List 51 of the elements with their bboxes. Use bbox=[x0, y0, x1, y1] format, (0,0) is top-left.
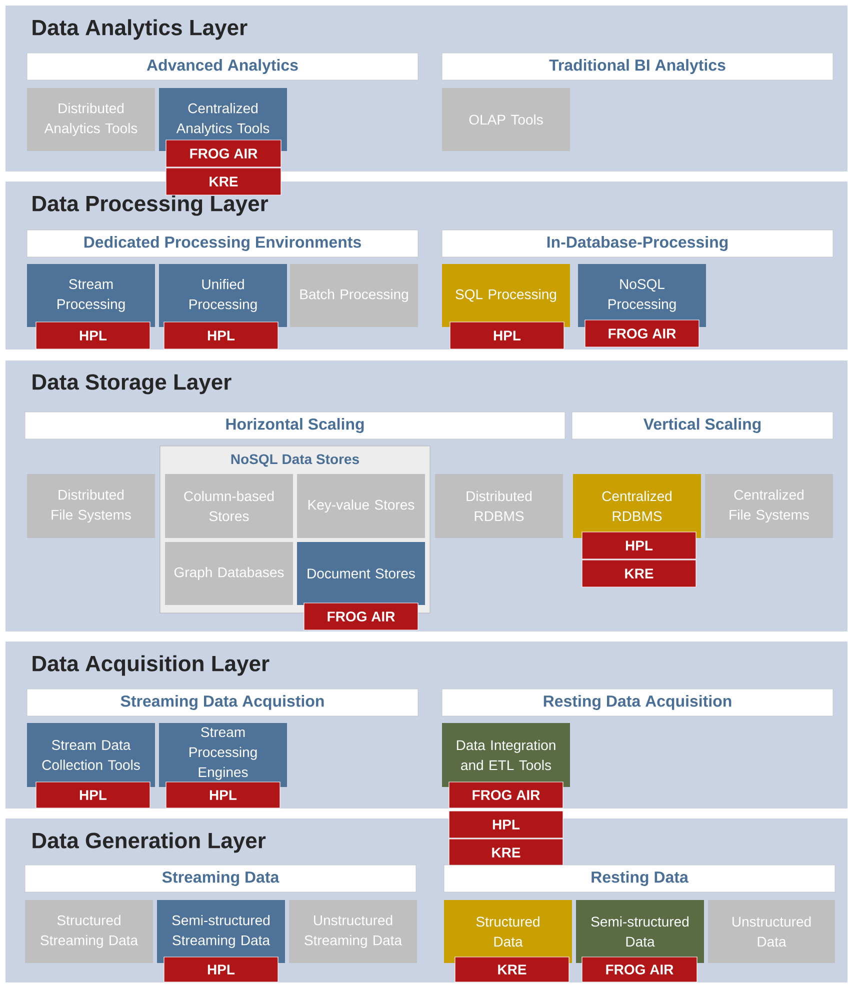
tag-label: FROG AIR bbox=[448, 782, 564, 808]
tag-label: HPL bbox=[36, 782, 150, 808]
component-box: NoSQL Processing bbox=[578, 264, 706, 327]
category-header: Advanced Analytics bbox=[26, 52, 418, 80]
tag-label: HPL bbox=[36, 322, 150, 350]
component-box: Key-value Stores bbox=[297, 474, 425, 538]
category-header: Traditional BI Analytics bbox=[442, 52, 834, 80]
category-header: Horizontal Scaling bbox=[24, 412, 566, 440]
tag-label: HPL bbox=[448, 810, 564, 838]
tag-label: FROG AIR bbox=[304, 602, 418, 630]
component-box: Document Stores bbox=[297, 542, 425, 605]
tag-label: HPL bbox=[164, 322, 278, 350]
category-header: Resting Data bbox=[444, 864, 836, 892]
component-box: OLAP Tools bbox=[442, 88, 570, 151]
component-box: Batch Processing bbox=[290, 264, 418, 327]
component-box: Structured Data bbox=[444, 900, 572, 963]
tag-label: HPL bbox=[166, 782, 280, 808]
component-box: Semi-structured Data bbox=[576, 900, 704, 963]
tag-label: KRE bbox=[448, 838, 564, 866]
tag-label: HPL bbox=[582, 532, 696, 560]
category-header: Dedicated Processing Environments bbox=[26, 230, 418, 258]
component-box: Centralized RDBMS bbox=[573, 474, 701, 538]
component-box: Centralized File Systems bbox=[705, 474, 833, 538]
tag-label: KRE bbox=[166, 168, 282, 196]
component-box: Stream Processing bbox=[27, 264, 155, 327]
tag-label: FROG AIR bbox=[584, 320, 700, 348]
tag-label: FROG AIR bbox=[582, 956, 698, 982]
component-box: Unstructured Streaming Data bbox=[289, 900, 417, 963]
component-box: Unstructured Data bbox=[708, 900, 835, 963]
tag-label: HPL bbox=[450, 322, 564, 350]
component-box: Structured Streaming Data bbox=[25, 900, 153, 963]
component-box: Semi-structured Streaming Data bbox=[157, 900, 285, 963]
tag-label: HPL bbox=[164, 956, 278, 982]
component-box: Stream Data Collection Tools bbox=[27, 723, 155, 787]
tag-label: FROG AIR bbox=[166, 140, 282, 168]
component-box: Distributed File Systems bbox=[27, 474, 155, 538]
component-box: Column-based Stores bbox=[165, 474, 293, 538]
category-header: Streaming Data Acquistion bbox=[26, 688, 418, 716]
component-box: SQL Processing bbox=[442, 264, 570, 327]
component-box: Graph Databases bbox=[165, 542, 293, 605]
component-box: Distributed Analytics Tools bbox=[27, 88, 155, 151]
category-header: In-Database-Processing bbox=[442, 230, 834, 258]
component-box: Unified Processing bbox=[159, 264, 287, 327]
component-box: Data Integration and ETL Tools bbox=[442, 723, 570, 787]
category-header: Streaming Data bbox=[24, 864, 416, 892]
category-header: Vertical Scaling bbox=[572, 412, 834, 440]
tag-label: KRE bbox=[454, 956, 570, 982]
component-box: Distributed RDBMS bbox=[435, 474, 563, 538]
component-box: Stream Processing Engines bbox=[159, 723, 287, 787]
category-header: Resting Data Acquisition bbox=[442, 688, 834, 716]
tag-label: KRE bbox=[582, 560, 696, 588]
